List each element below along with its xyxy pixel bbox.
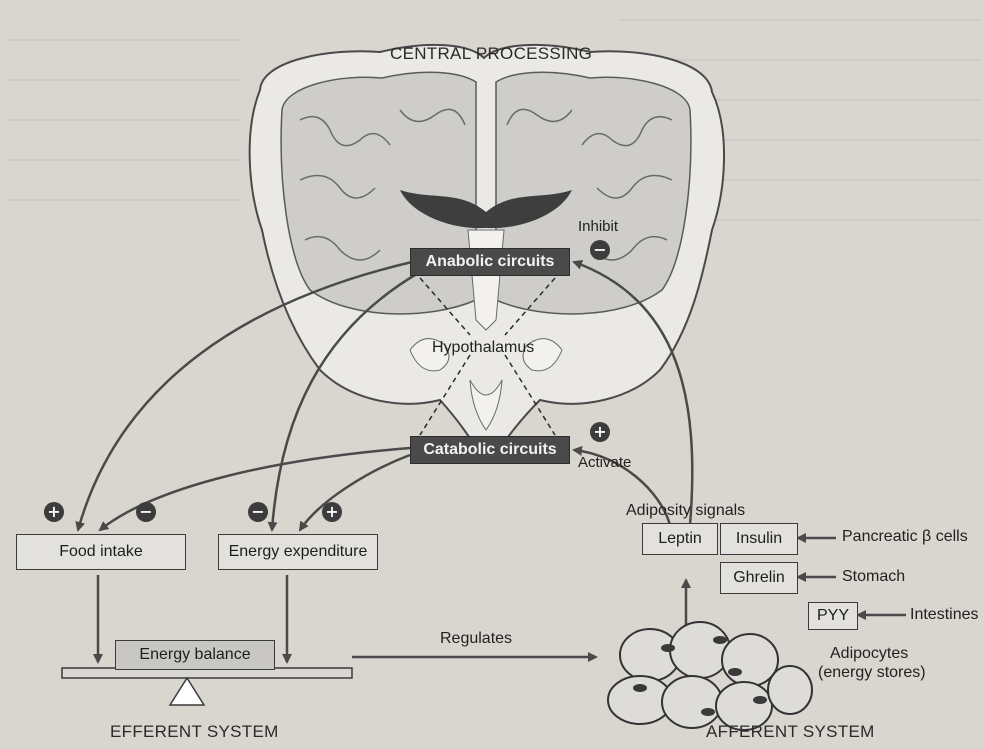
hypothalamus-label: Hypothalamus xyxy=(432,339,535,356)
arrow-catabolic-to-expenditure xyxy=(298,453,411,532)
pyy-box: PYY xyxy=(808,602,858,630)
expenditure-plus-sign: + xyxy=(322,502,342,522)
regulates-label: Regulates xyxy=(440,630,513,647)
inhibit-minus-sign: − xyxy=(590,240,610,260)
inhibit-label: Inhibit xyxy=(578,218,619,235)
adipocytes-label: Adipocytes xyxy=(830,645,909,662)
afferent-system-label: AFFERENT SYSTEM xyxy=(706,722,875,741)
catabolic-circuits-box: Catabolic circuits xyxy=(410,436,570,464)
seesaw xyxy=(61,667,353,706)
food-plus-sign: + xyxy=(44,502,64,522)
adipocyte-nuclei xyxy=(633,636,767,716)
activate-label: Activate xyxy=(578,454,632,471)
anabolic-circuits-box: Anabolic circuits xyxy=(410,248,570,276)
activate-plus-sign: + xyxy=(590,422,610,442)
expenditure-minus-sign: − xyxy=(248,502,268,522)
food-intake-box: Food intake xyxy=(16,534,186,570)
pancreatic-label: Pancreatic β cells xyxy=(842,528,968,545)
stomach-label: Stomach xyxy=(842,568,906,585)
intestines-label: Intestines xyxy=(910,606,979,623)
energy-stores-label: (energy stores) xyxy=(818,664,926,681)
leptin-box: Leptin xyxy=(642,523,718,555)
ghrelin-box: Ghrelin xyxy=(720,562,798,594)
central-processing-label: CENTRAL PROCESSING xyxy=(390,44,593,63)
arrow-anabolic-to-expenditure xyxy=(267,270,421,532)
adiposity-signals-label: Adiposity signals xyxy=(626,502,746,519)
arrow-adiposity-to-anabolic xyxy=(572,260,694,526)
energy-expenditure-box: Energy expenditure xyxy=(218,534,378,570)
arrow-anabolic-to-food xyxy=(75,260,413,532)
hypothalamus-dashes xyxy=(419,277,556,436)
arrow-adiposity-to-catabolic xyxy=(572,445,672,526)
energy-balance-box: Energy balance xyxy=(115,640,275,670)
arrow-catabolic-to-food xyxy=(98,446,411,532)
food-minus-sign: − xyxy=(136,502,156,522)
insulin-box: Insulin xyxy=(720,523,798,555)
efferent-system-label: EFFERENT SYSTEM xyxy=(110,722,279,741)
arrows xyxy=(75,260,906,664)
